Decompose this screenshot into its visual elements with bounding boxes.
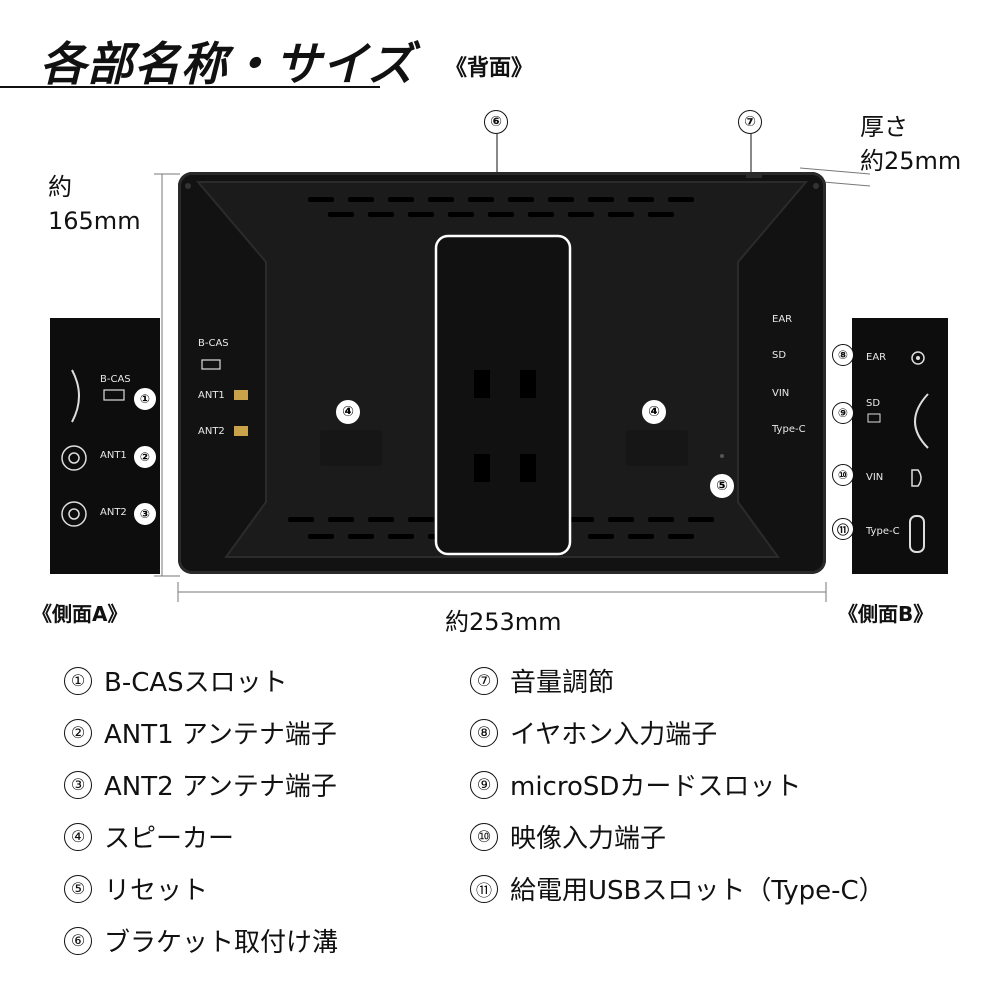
side-a-panel: B-CAS ANT1 ANT2 ① ② ③ [50,318,160,574]
side-b-illustration [867,351,929,553]
device-back-panel: B-CAS ANT1 ANT2 EAR SD VIN Type-C ④ ④ ⑤ [178,172,826,574]
legend-text: ANT2 アンテナ端子 [104,772,337,802]
side-b-ear-label: EAR [866,352,887,363]
callout-4-right: ④ [642,400,666,424]
callout-8: ⑧ [832,344,854,366]
legend-item: ① B-CASスロット [64,662,288,699]
legend-item: ⑨ microSDカードスロット [470,766,801,803]
device-ear-label: EAR [772,314,793,325]
thickness-label: 厚さ [860,113,908,141]
side-a-bcas-label: B-CAS [100,374,131,385]
legend-item: ④ スピーカー [64,818,234,855]
legend-text: 音量調節 [510,668,615,698]
legend-item: ⑧ イヤホン入力端子 [470,714,717,751]
title-underline [0,86,380,88]
callout-2: ② [134,446,156,468]
legend-text: microSDカードスロット [510,772,802,802]
width-dimension-line [177,582,827,602]
legend-text: 給電用USBスロット（Type-C） [510,876,885,906]
side-b-typec-label: Type-C [866,526,900,537]
callout-10: ⑩ [832,464,854,486]
height-label-value: 165mm [48,207,141,235]
legend-item: ⑩ 映像入力端子 [470,818,666,855]
legend-number: ⑩ [470,822,498,851]
callout-4-left: ④ [336,400,360,424]
height-label-prefix: 約 [48,173,72,201]
legend-number: ⑪ [470,874,498,903]
device-ant2-label: ANT2 [198,426,225,437]
legend-item: ③ ANT2 アンテナ端子 [64,766,337,803]
width-label: 約253mm [445,608,562,636]
legend-item: ⑥ ブラケット取付け溝 [64,922,338,959]
legend-number: ⑨ [470,770,498,799]
side-a-ant1-label: ANT1 [100,450,127,461]
device-back-illustration [185,172,819,558]
device-bcas-label: B-CAS [198,338,229,349]
side-b-vin-label: VIN [866,472,884,483]
legend-item: ⑦ 音量調節 [470,662,614,699]
legend-text: ブラケット取付け溝 [104,928,339,958]
legend-number: ④ [64,822,92,851]
callout-11: ⑪ [832,518,854,540]
callout-6: ⑥ [484,110,508,134]
legend-text: ANT1 アンテナ端子 [104,720,337,750]
legend-number: ⑧ [470,718,498,747]
legend-text: スピーカー [104,824,235,854]
legend-number: ⑦ [470,666,498,695]
legend-number: ① [64,666,92,695]
back-view-label: 《背面》 [445,56,534,81]
legend-item: ② ANT1 アンテナ端子 [64,714,337,751]
callout-3: ③ [134,503,156,525]
page-title: 各部名称・サイズ [40,37,415,91]
legend-text: 映像入力端子 [510,824,667,854]
legend-number: ⑤ [64,874,92,903]
device-sd-label: SD [772,350,787,361]
side-a-ant2-label: ANT2 [100,507,127,518]
legend-number: ③ [64,770,92,799]
side-b-sd-label: SD [866,398,881,409]
device-ant1-label: ANT1 [198,390,225,401]
legend-text: イヤホン入力端子 [510,720,718,750]
legend-item: ⑪ 給電用USBスロット（Type-C） [470,870,885,907]
callout-9: ⑨ [832,402,854,424]
callout-7: ⑦ [738,110,762,134]
legend-number: ② [64,718,92,747]
side-b-label: 《側面B》 [838,602,934,626]
device-typec-label: Type-C [772,424,806,435]
device-vin-label: VIN [772,388,790,399]
side-a-label: 《側面A》 [32,602,128,626]
legend-text: リセット [104,876,209,906]
thickness-value: 約25mm [860,147,962,175]
legend-text: B-CASスロット [104,668,288,698]
callout-5: ⑤ [710,474,734,498]
callout-7-line [750,134,752,178]
side-b-panel: EAR SD VIN Type-C [852,318,948,574]
legend-number: ⑥ [64,926,92,955]
height-dimension-line [154,173,180,577]
callout-1: ① [134,388,156,410]
side-a-illustration [61,369,125,527]
legend-item: ⑤ リセット [64,870,208,907]
